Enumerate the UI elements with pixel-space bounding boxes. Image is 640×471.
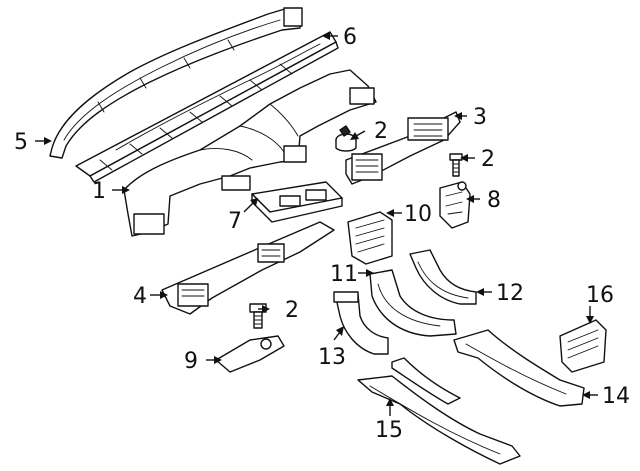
part-6-upper-panel <box>75 31 339 183</box>
callout-labels: 1 2 2 2 3 4 5 6 7 8 9 10 11 12 13 14 15 … <box>14 25 630 443</box>
leader-lines <box>35 32 598 416</box>
part-4-lower-bracket <box>161 221 335 315</box>
callout-5: 5 <box>14 130 28 155</box>
callout-2: 2 <box>481 147 495 172</box>
callout-16: 16 <box>586 283 614 308</box>
part-13-duct <box>333 291 389 355</box>
part-2-bolt-c <box>249 303 267 329</box>
part-16-vent <box>559 319 607 373</box>
callout-10: 10 <box>404 202 432 227</box>
part-8-bracket <box>439 181 471 229</box>
callout-8: 8 <box>487 188 501 213</box>
callout-11: 11 <box>330 262 358 287</box>
part-10-vent <box>347 211 393 265</box>
part-3-right-bracket <box>345 111 461 185</box>
callout-13: 13 <box>318 345 346 370</box>
part-2-bolt-b <box>449 153 463 177</box>
part-7-tray <box>251 181 343 223</box>
callout-1: 1 <box>92 179 106 204</box>
callout-4: 4 <box>133 284 147 309</box>
callout-2: 2 <box>374 119 388 144</box>
callout-14: 14 <box>602 384 630 409</box>
callout-7: 7 <box>228 209 242 234</box>
callout-6: 6 <box>343 25 357 50</box>
part-5-defroster-duct <box>49 7 303 159</box>
callout-12: 12 <box>496 281 524 306</box>
part-12-duct <box>409 249 477 305</box>
callout-2: 2 <box>285 298 299 323</box>
part-14-long-duct <box>453 329 585 407</box>
part-11-center-duct <box>369 269 457 337</box>
part-15-bottom-duct <box>357 357 521 465</box>
callout-3: 3 <box>473 105 487 130</box>
part-2-clip-a <box>335 125 357 152</box>
callout-9: 9 <box>184 349 198 374</box>
part-9-bracket <box>215 335 285 373</box>
part-1-main-duct <box>123 69 377 237</box>
callout-15: 15 <box>375 418 403 443</box>
